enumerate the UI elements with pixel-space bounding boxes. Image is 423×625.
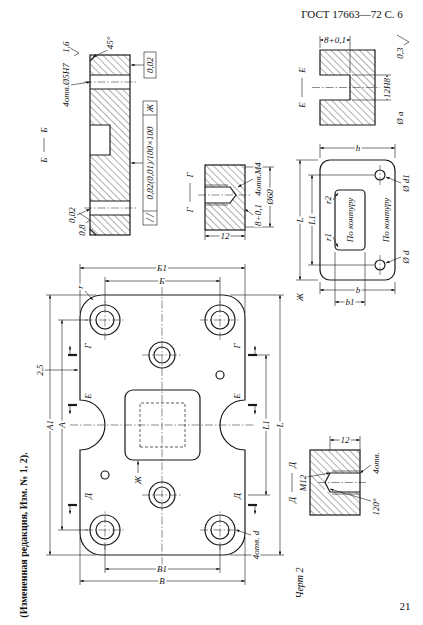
diameter-label: Ø a [396,110,405,125]
radius-label: r2 [324,195,333,205]
diameter-label: Ø d [402,249,411,264]
section-e-e [302,35,409,125]
dimension: B [158,577,166,586]
section-mark: Д [233,492,242,500]
section-title: Д [288,496,297,504]
view-mark: Ж [134,475,143,485]
dimension: 8+0,1 [254,203,263,227]
hole-callout: 4отв.М4 [254,161,263,197]
section-mark: Е [233,392,242,400]
dimension: h [355,144,362,153]
figure-caption: Черт 2 [295,567,305,600]
amendment-note: (Измененная редакция, Изм. № 1, 2). [19,451,29,618]
contour-note: По контуру [382,197,391,244]
page-number: 21 [399,601,412,612]
section-title: Б [40,156,49,163]
contour-note: По контуру [346,197,355,244]
dimension: A1 [46,419,55,431]
section-d-d [292,436,371,515]
dimension: 12 [220,232,231,241]
radius-label: r1 [324,232,333,242]
roughness: 1,6 [62,40,71,53]
section-title: Е [298,101,307,109]
hole-callout: 4отв. d [252,530,261,560]
dimension: B1 [156,565,168,574]
dimension: Б1 [156,264,168,273]
diameter-label: Ø d1 [402,173,411,193]
dimension: b1 [345,298,356,307]
section-title: Б [40,126,49,133]
thread-callout: М12 [299,474,308,493]
roughness: 0,3 [396,46,405,59]
view-zh [296,144,401,306]
plan-view [45,264,284,585]
dimension: 2,5 [36,363,45,376]
dimension: L1 [308,214,317,226]
dimension: Ø60 [266,188,275,206]
dimension: 12Н8 [383,77,392,99]
section-title: Г [186,206,195,213]
tolerance: 0,02 [68,206,77,224]
dimension: 12 [340,436,351,445]
angle-label: 120° [372,497,381,516]
roughness: 0,8 [78,223,87,236]
section-b-b [44,45,157,235]
radius-label: r [76,284,85,290]
tolerance: 0,02 [146,56,155,74]
section-mark: Г [84,342,93,349]
section-mark: Г [233,342,242,349]
dimension: L1 [262,419,271,431]
chamfer-angle: 45° [106,36,115,51]
dimension: Б [158,277,165,286]
tolerance-frame: 0,02(0,01)/100×100 [146,125,155,200]
dimension: b [355,286,362,295]
dimension: L [276,421,285,428]
datum-letter: Ж [146,103,155,113]
hole-callout: 4отв. [372,451,381,475]
dimension: A [58,421,67,429]
view-title: Ж [296,292,305,302]
section-mark: Д [84,492,93,500]
section-title: Д [288,461,297,469]
dimension: L [296,216,305,223]
page-header: ГОСТ 17663—72 С. 6 [300,9,404,20]
hole-callout: 4отв.Ø5Н7 [62,62,71,108]
section-title: Г [186,171,195,178]
section-mark: Е [84,392,93,400]
dimension: 8+0,1 [323,36,347,45]
section-title: Е [298,66,307,74]
